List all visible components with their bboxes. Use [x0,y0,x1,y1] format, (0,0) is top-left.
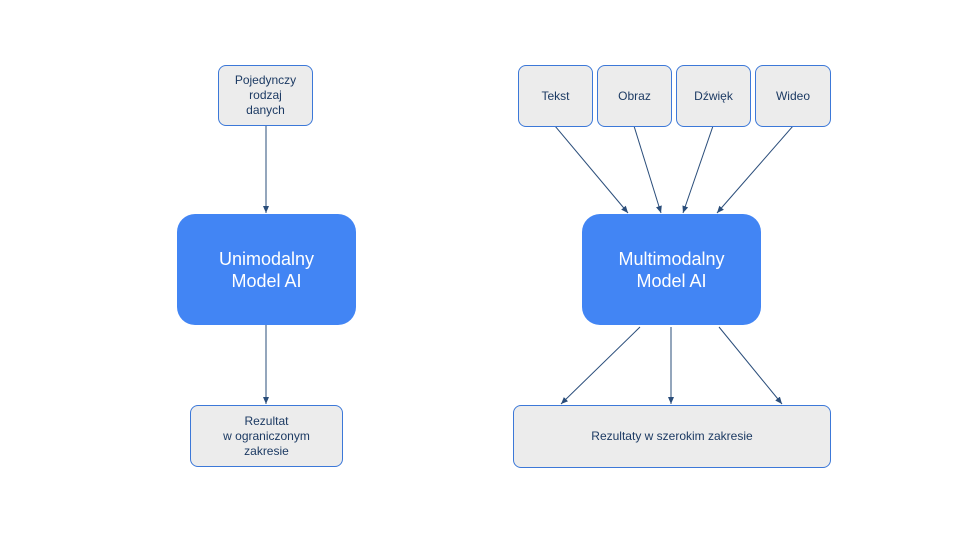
input-label-tekst: Tekst [541,88,570,103]
input-box-wideo: Wideo [755,65,831,127]
unimodal-model-label: Unimodalny Model AI [218,248,315,291]
unimodal-output-label: Rezultat w ograniczonym zakresie [223,413,310,458]
multimodal-model-box: Multimodalny Model AI [582,214,761,325]
unimodal-model-box: Unimodalny Model AI [177,214,356,325]
unimodal-input-label: Pojedynczy rodzaj danych [234,73,297,117]
multimodal-model-label: Multimodalny Model AI [618,248,725,291]
input-box-dzwiek: Dźwięk [676,65,751,127]
arrow-wideo-to-multimodal [716,125,794,214]
multimodal-output-box: Rezultaty w szerokim zakresie [513,405,831,468]
multimodal-output-label: Rezultaty w szerokim zakresie [591,429,753,443]
arrow-dzwiek-to-multimodal [682,125,714,214]
unimodal-output-box: Rezultat w ograniczonym zakresie [190,405,343,467]
arrow-tekst-to-multimodal [554,125,629,214]
unimodal-input-box: Pojedynczy rodzaj danych [218,65,313,126]
arrow-multimodal-to-output-left [560,326,641,405]
input-label-dzwiek: Dźwięk [694,88,733,103]
arrow-obraz-to-multimodal [633,125,662,214]
input-label-obraz: Obraz [618,88,651,103]
input-box-obraz: Obraz [597,65,672,127]
arrow-multimodal-to-output-right [718,326,783,405]
input-label-wideo: Wideo [775,88,810,103]
input-box-tekst: Tekst [518,65,593,127]
